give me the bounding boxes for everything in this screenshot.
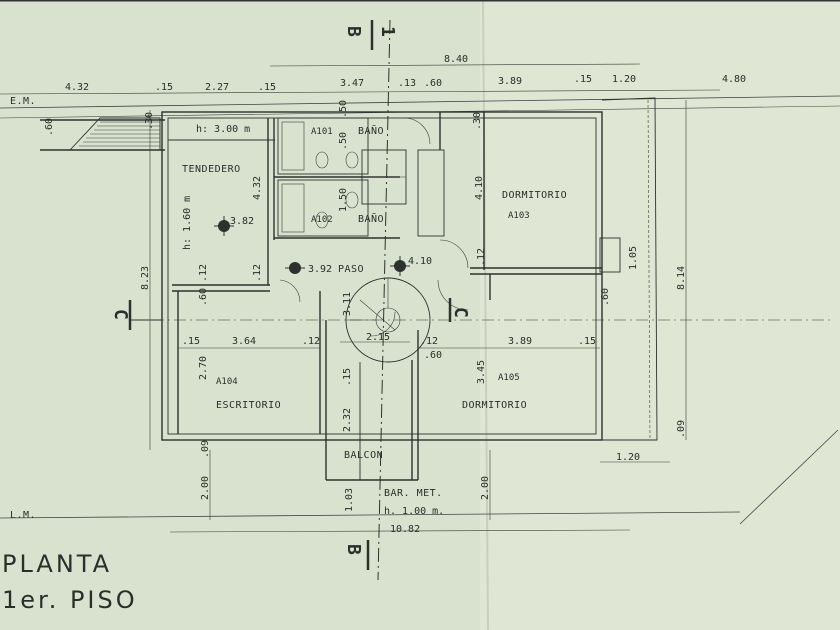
dim-top-3: .15 (258, 82, 276, 93)
dim-top-8: .15 (574, 74, 592, 85)
dim-top-6: .60 (424, 78, 442, 89)
dim-small-60b: .60 (198, 288, 209, 306)
dim-window-right: 1.05 (628, 246, 639, 270)
room-name-balcon: BALCON (344, 450, 383, 461)
dim-small-50a: .50 (338, 100, 349, 118)
level-paso-right: 4.10 (408, 256, 432, 267)
dim-small-30b: .30 (472, 112, 483, 130)
room-height-tendedero: h: 1.60 m (182, 196, 193, 250)
corridor-height-label: h: 3.00 m (196, 124, 250, 135)
dim-dorm1-height: 4.10 (474, 176, 485, 200)
room-name-escritorio: ESCRITORIO (216, 400, 281, 411)
section-c-right-label: C (450, 307, 471, 318)
dim-small-09a: .09 (200, 440, 211, 458)
dim-paso-width: 2.15 (366, 332, 390, 343)
door-swings (279, 117, 469, 337)
section-c-left-label: C (110, 309, 131, 320)
dim-front-left: 2.00 (200, 476, 211, 500)
room-tag-a105: A105 (498, 373, 520, 383)
dim-escritorio-height: 2.70 (198, 356, 209, 380)
dim-top-2: 2.27 (205, 82, 229, 93)
exterior-walls (40, 97, 658, 441)
dim-bottom-right: 1.20 (616, 452, 640, 463)
dim-small-15c: .15 (342, 368, 353, 386)
dim-top-9: 1.20 (612, 74, 636, 85)
dim-left-height: 8.23 (140, 266, 151, 290)
dim-front-right: 2.00 (480, 476, 491, 500)
dim-balcon-height: 2.32 (342, 408, 353, 432)
section-line-c (128, 298, 830, 330)
dim-top-total: 8.40 (444, 54, 468, 65)
dim-small-60d: .60 (600, 288, 611, 306)
em-line-label: E.M. (10, 96, 36, 107)
section-number-label: 1 (377, 26, 398, 37)
railing-height-label: h. 1.00 m. (384, 506, 444, 517)
dim-top-0: 4.32 (65, 82, 89, 93)
room-name-paso: PASO (338, 264, 364, 275)
dim-small-15a: .15 (182, 336, 200, 347)
dim-bottom-total: 10.82 (390, 524, 420, 535)
room-name-bano2: BAÑO (358, 212, 384, 225)
lm-line-label: L.M. (10, 510, 36, 521)
dim-dorm2-width: 3.89 (508, 336, 532, 347)
stair-hatch (69, 117, 161, 151)
dim-small-09b: .09 (676, 420, 687, 438)
dim-balcon-103: 1.03 (344, 488, 355, 512)
interior-walls (168, 112, 621, 481)
room-tag-a103: A103 (508, 211, 530, 221)
dim-top-4: 3.47 (340, 78, 364, 89)
dim-tendedero-height: 4.32 (252, 176, 263, 200)
dim-small-60c: .60 (424, 350, 442, 361)
dim-small-30a: .30 (144, 112, 155, 130)
section-line-b (366, 19, 391, 581)
dim-small-60a: .60 (44, 118, 55, 136)
dimension-lines (0, 63, 721, 533)
level-markers (214, 216, 410, 276)
dim-small-12a: .12 (198, 264, 209, 282)
level-paso-left: 3.92 (308, 264, 332, 275)
section-b-top-label: B (343, 26, 364, 37)
dim-dorm2-height: 3.45 (476, 360, 487, 384)
room-name-dorm2: DORMITORIO (462, 400, 527, 411)
room-name-bano1: BAÑO (358, 124, 384, 137)
level-tendedero: 3.82 (230, 216, 254, 227)
dim-small-12d: .12 (420, 336, 438, 347)
dim-right-height: 8.14 (676, 266, 687, 290)
dim-small-50b: .50 (338, 132, 349, 150)
dim-small-12e: .12 (476, 248, 487, 266)
dim-top-1: .15 (155, 82, 173, 93)
dim-small-15b: .15 (578, 336, 596, 347)
section-b-bottom-label: B (343, 544, 364, 555)
plan-title: PLANTA (2, 550, 112, 578)
railing-label: BAR. MET. (384, 488, 443, 499)
dim-bano-150: 1.50 (338, 188, 349, 212)
dim-escritorio-width: 3.64 (232, 336, 256, 347)
dim-spiral: 3.11 (342, 292, 353, 316)
dim-top-10: 4.80 (722, 74, 746, 85)
room-name-tendedero: TENDEDERO (182, 164, 241, 175)
room-name-dorm1: DORMITORIO (502, 190, 567, 201)
dim-small-12b: .12 (252, 264, 263, 282)
room-tag-a104: A104 (216, 377, 238, 387)
room-tag-a101: A101 (311, 127, 333, 137)
dim-small-12c: .12 (302, 336, 320, 347)
dim-top-5: .13 (398, 78, 416, 89)
dim-top-7: 3.89 (498, 76, 522, 87)
plan-subtitle: 1er. PISO (2, 586, 138, 614)
room-tag-a102: A102 (311, 215, 333, 225)
